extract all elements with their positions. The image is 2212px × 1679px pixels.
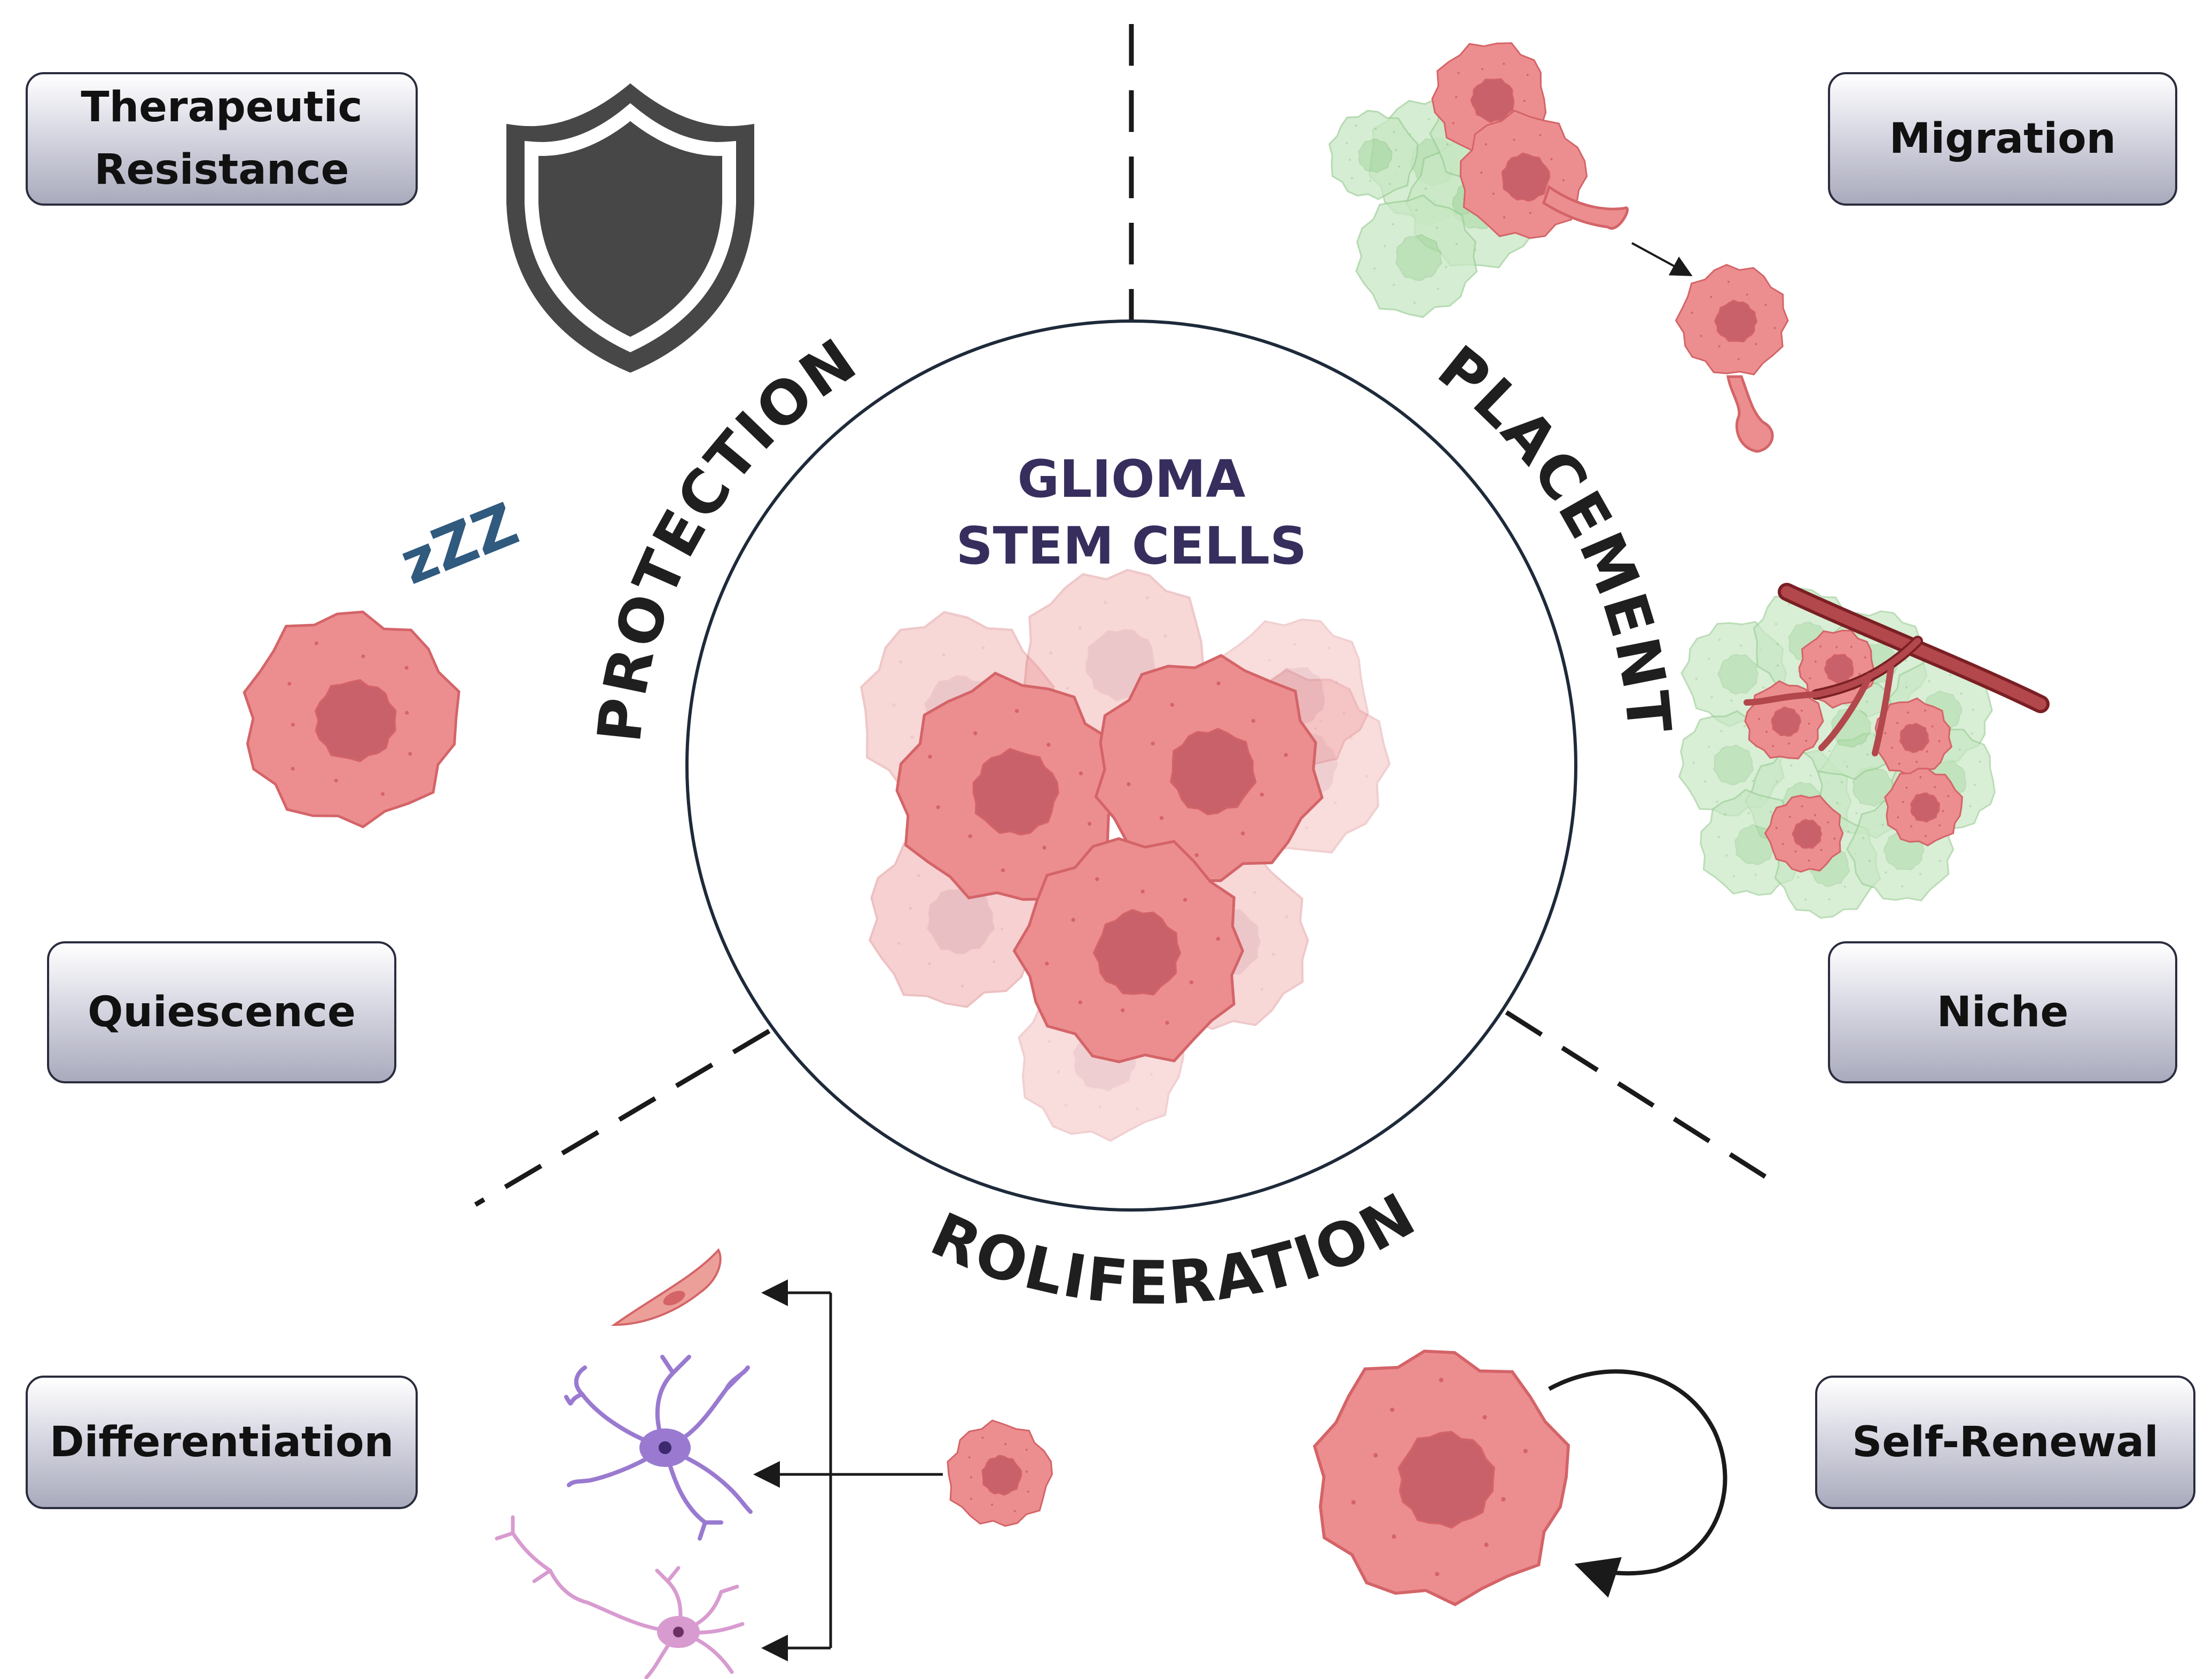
niche-illustration: [1678, 583, 2050, 919]
differentiating-stem-cell: [947, 1419, 1053, 1527]
niche-tumor-cell: [1764, 794, 1844, 873]
sleep-icon: zZZ: [391, 490, 527, 598]
blood-vessel: [1744, 583, 2050, 756]
spindle-cell: [611, 1248, 722, 1326]
differentiation-box: Differentiation: [26, 1376, 418, 1509]
therapeutic-resistance-box: Therapeutic Resistance: [26, 72, 418, 206]
self-renewing-cell: [1312, 1349, 1570, 1606]
differentiation-illustration: [495, 1248, 1053, 1679]
niche-tumor-cell: [1884, 768, 1963, 847]
glioma-cell-cluster: [860, 568, 1391, 1142]
neuron-purple: [564, 1355, 753, 1541]
quiescence-box: Quiescence: [47, 941, 396, 1083]
differentiation-arrows: [753, 1279, 943, 1661]
quiescent-cell: [243, 610, 460, 829]
self-renewal-arrow: [1548, 1369, 1728, 1598]
glioma-stem-cell: [1094, 654, 1324, 883]
migration-arrow: [1631, 242, 1693, 276]
divider-lines: [474, 24, 1786, 1207]
neuron-pink: [495, 1515, 745, 1679]
migrating-cell-tail: [1542, 185, 1629, 230]
shield-icon: [506, 83, 754, 373]
glioma-stem-cell: [1012, 837, 1245, 1064]
self-renewal-box: Self-Renewal: [1815, 1376, 2195, 1509]
center-title-line2: STEM CELLS: [956, 516, 1307, 576]
migrating-cell-tail-2: [1726, 375, 1774, 453]
divider-lower-left: [474, 1029, 771, 1207]
divider-lower-right: [1505, 1010, 1786, 1191]
healthy-cell: [1355, 194, 1478, 318]
migration-box: Migration: [1828, 72, 2177, 206]
self-renewal-illustration: [1312, 1349, 1728, 1606]
center-title-line1: GLIOMA: [1017, 449, 1245, 509]
migration-illustration: [1328, 42, 1789, 453]
quiescent-cell-body: [243, 610, 460, 829]
healthy-cell: [1328, 110, 1419, 200]
niche-box: Niche: [1828, 941, 2177, 1083]
migrating-cell: [1675, 263, 1789, 376]
